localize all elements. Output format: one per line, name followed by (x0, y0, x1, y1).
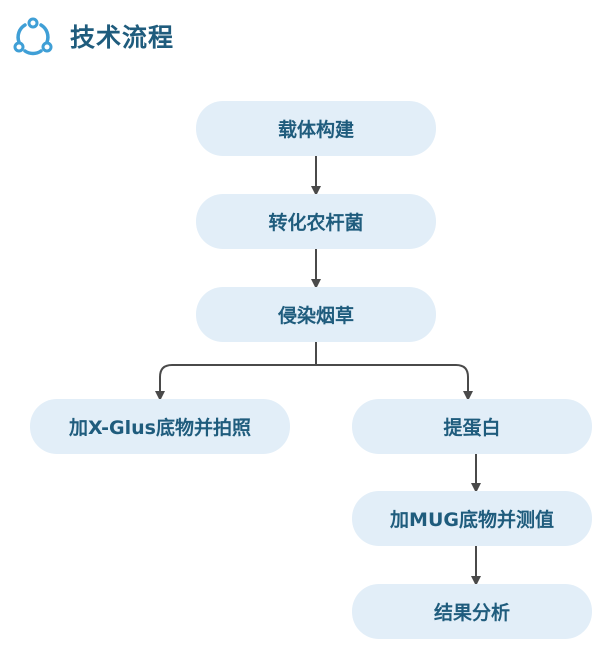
step-xgluc-staining: 加X-Glus底物并拍照 (30, 399, 290, 454)
step-protein-extraction: 提蛋白 (352, 399, 592, 454)
step-mug-measurement: 加MUG底物并测值 (352, 491, 592, 546)
split-connector (159, 342, 469, 394)
page-title: 技术流程 (70, 23, 175, 52)
step-result-analysis: 结果分析 (352, 584, 592, 639)
cycle-icon (13, 17, 53, 56)
section-header: 技术流程 (12, 14, 174, 58)
step-agrobacterium-transformation: 转化农杆菌 (196, 194, 436, 249)
step-vector-construction: 载体构建 (196, 101, 436, 156)
step-tobacco-infection: 侵染烟草 (196, 287, 436, 342)
